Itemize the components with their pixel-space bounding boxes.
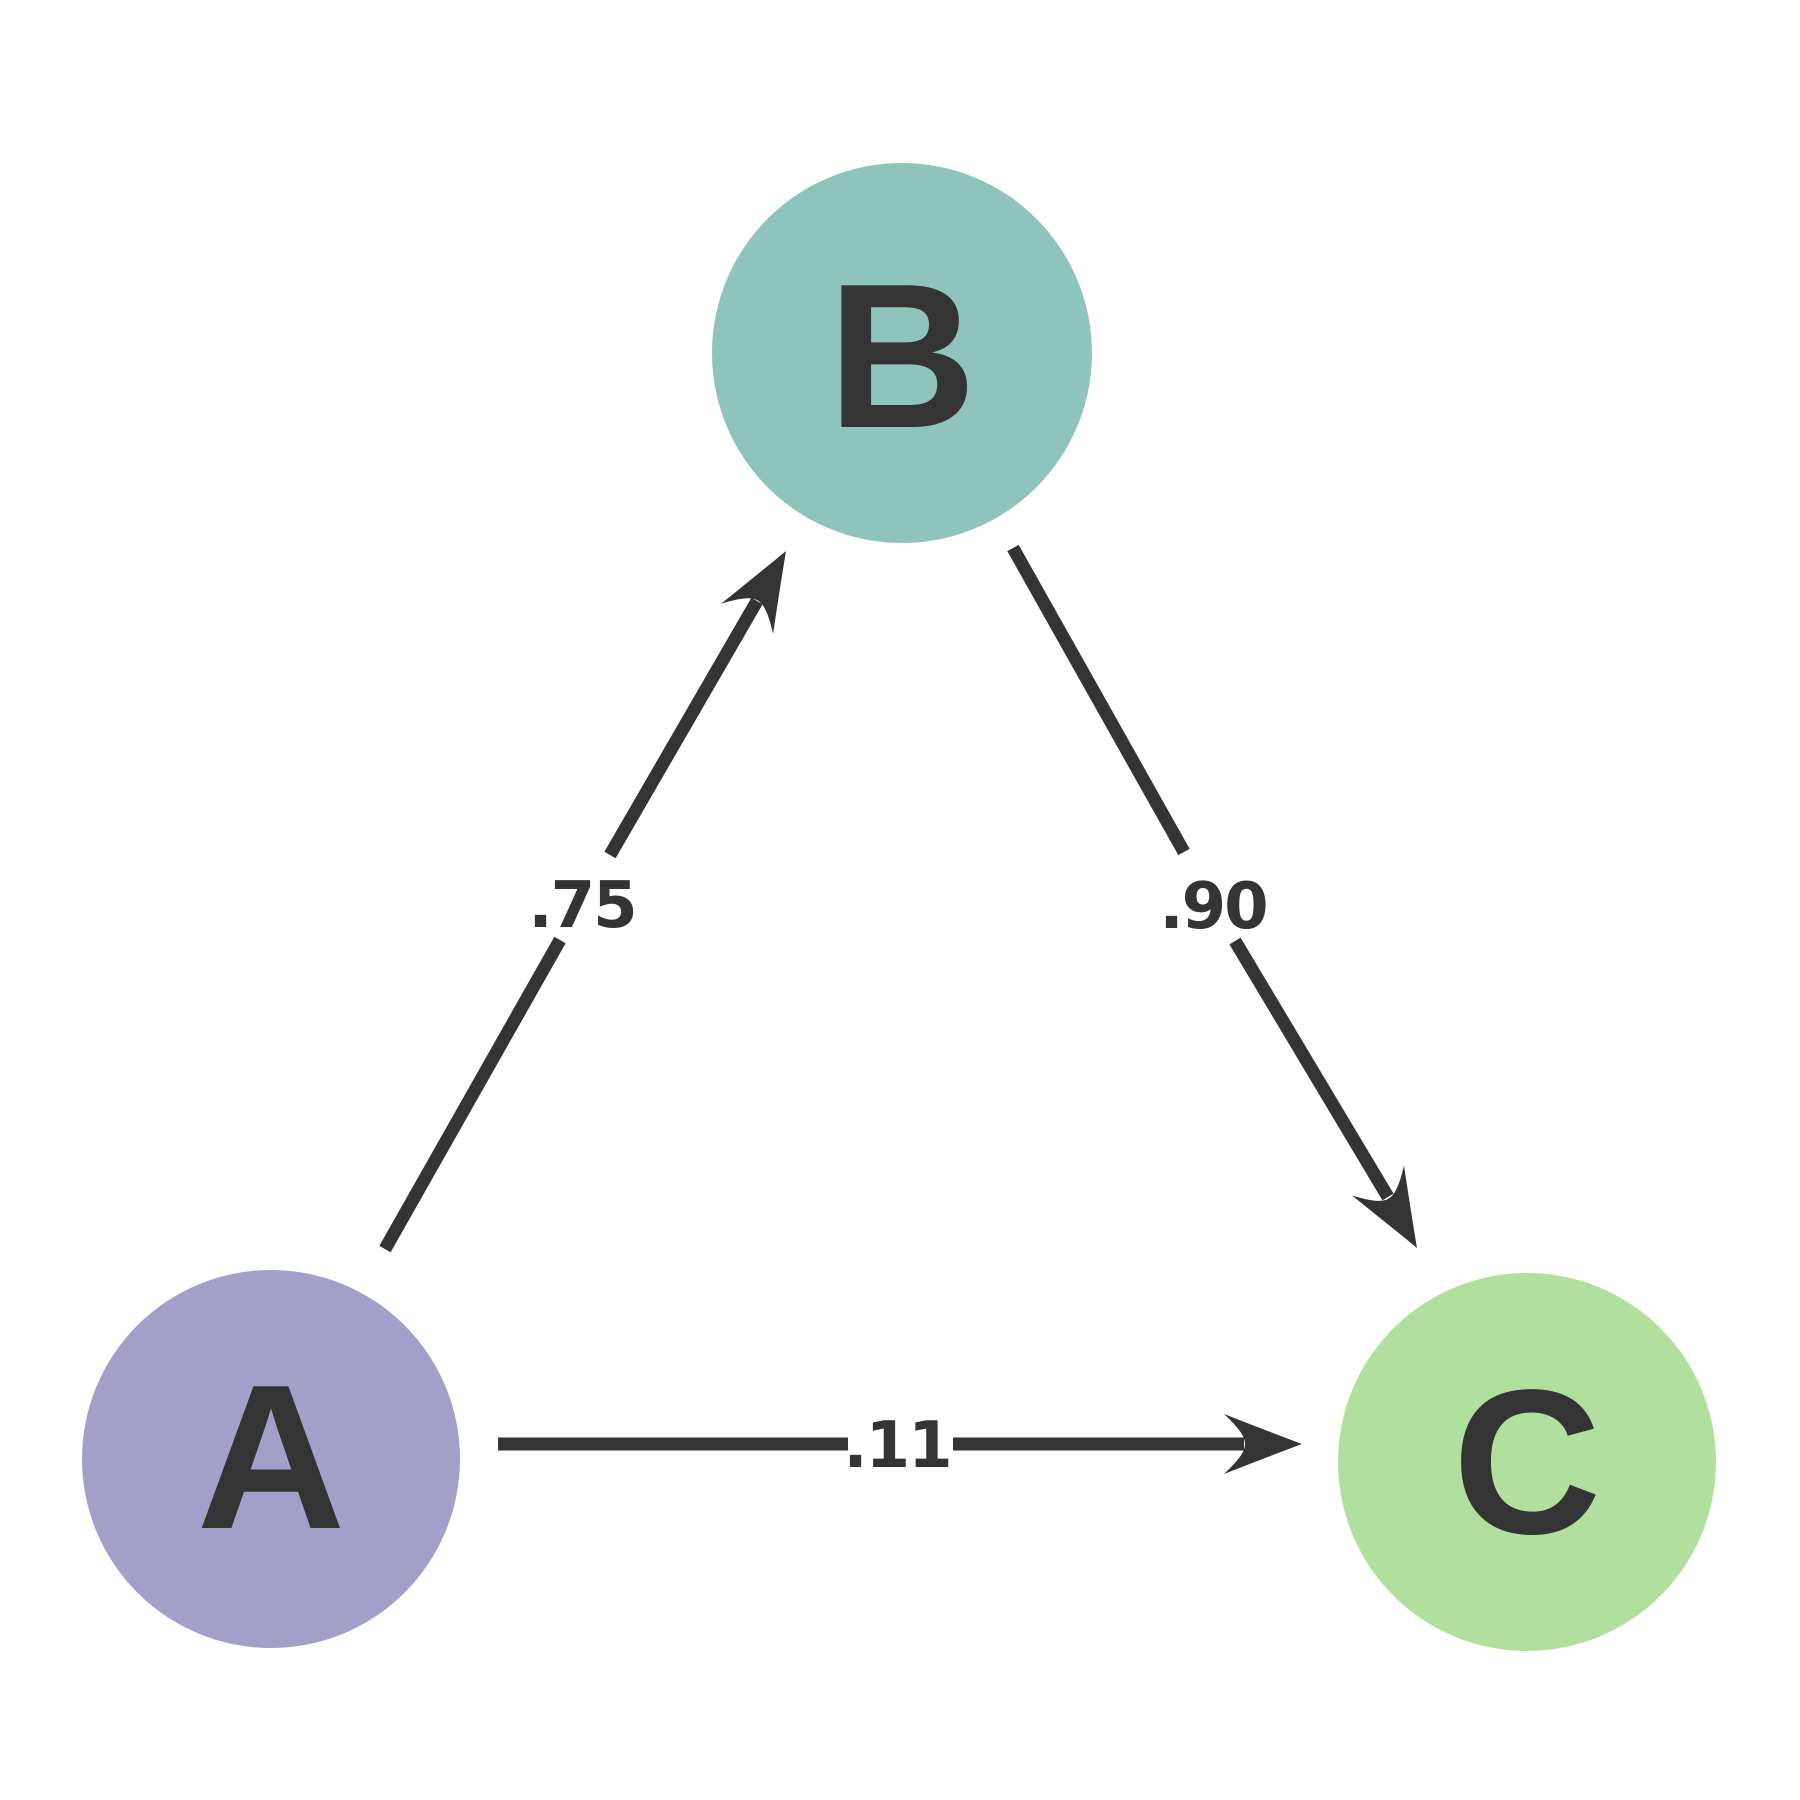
edge-A-B-arrowhead-icon [721,551,786,634]
edge-A-C-weight-label: .11 [843,1409,950,1483]
node-B[interactable]: B [712,163,1092,543]
edge-B-C-segment-upper [1007,544,1190,856]
edge-A-B-weight-label: .75 [528,869,635,943]
node-A-circle [82,1270,460,1648]
node-C-label: C [1453,1347,1602,1577]
edge-B-C-segment-lower [1229,937,1394,1201]
node-B-label: B [828,241,977,471]
edge-A-C-arrowhead-icon [1224,1414,1302,1474]
edge-A-B-segment-upper [604,597,763,859]
node-A-label: A [197,1342,346,1572]
edge-A-B[interactable]: .75 [379,536,812,1253]
edge-A-C[interactable]: .11 [498,1409,1302,1483]
edge-B-C[interactable]: .90 [1007,544,1443,1263]
node-C-circle [1338,1273,1716,1651]
edge-B-C-weight-label: .90 [1159,870,1266,944]
node-B-circle [712,163,1092,543]
node-C[interactable]: C [1338,1273,1716,1651]
edge-A-B-segment-lower [379,936,566,1253]
node-A[interactable]: A [82,1270,460,1648]
edge-B-C-arrowhead-icon [1352,1165,1417,1248]
